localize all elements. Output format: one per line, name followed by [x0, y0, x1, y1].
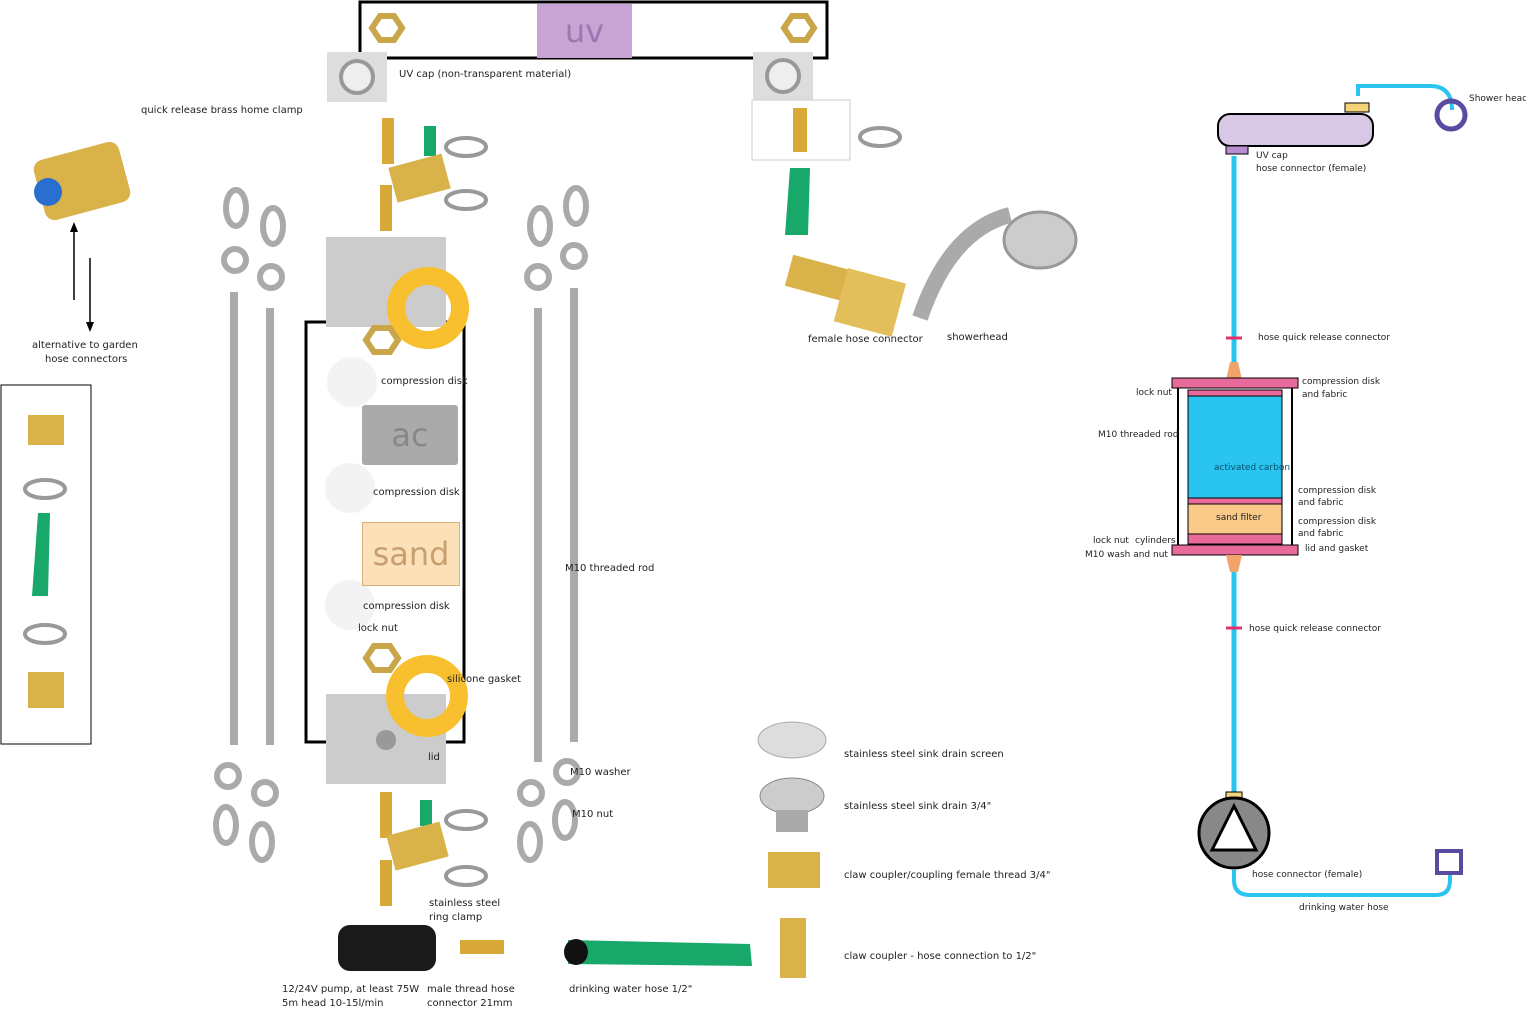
- activated-carbon-block: ac: [362, 405, 458, 465]
- washer-label: M10 washer: [570, 767, 631, 778]
- compression-disk-label: compression disk: [1298, 486, 1377, 496]
- threaded-rod-label: M10 threaded rod: [565, 563, 655, 574]
- bottom-lid-symbol: [1171, 544, 1299, 556]
- claw-coupler-icon: [28, 672, 64, 708]
- hose-piece-icon: [32, 513, 50, 596]
- compression-disk-label: compression disk: [1302, 377, 1381, 387]
- compression-disk-label: compression disk: [363, 601, 450, 612]
- ring-clamp-icon: [23, 478, 67, 500]
- water-inlet-symbol: [1435, 849, 1463, 875]
- compression-disk-label-2: and fabric: [1298, 529, 1344, 539]
- washers-nuts: [213, 185, 589, 863]
- claw-coupler-female-image: [768, 852, 820, 888]
- hex-nut-icon: [780, 13, 818, 43]
- hose-line: [1232, 870, 1452, 897]
- male-thread-label-2: connector 21mm: [427, 998, 513, 1009]
- drinking-hose-image: [568, 940, 752, 966]
- lock-nut-icon: [362, 643, 402, 673]
- wash-and-nut-label: M10 wash and nut: [1085, 550, 1168, 560]
- lid-label: lid: [428, 752, 440, 763]
- female-hose-connector-label: female hose connector: [808, 334, 923, 345]
- alternative-label: alternative to garden: [32, 340, 138, 351]
- uv-block: [537, 4, 632, 58]
- ring-clamp-label-2: ring clamp: [429, 912, 483, 923]
- threaded-rod-label: M10 threaded rod: [1098, 430, 1179, 440]
- male-thread-connector-image: [460, 940, 504, 954]
- uv-cap-symbol: [1217, 113, 1374, 147]
- lock-nut-label: lock nut: [1093, 536, 1129, 546]
- ring-clamp-icon: [23, 623, 67, 645]
- pump-label: 12/24V pump, at least 75W: [282, 984, 420, 995]
- male-thread-label: male thread hose: [427, 984, 515, 995]
- lock-nut-label: lock nut: [358, 623, 398, 634]
- uv-block-label: uv: [564, 12, 605, 50]
- silicone-gasket-icon: [387, 267, 469, 349]
- ring-clamp-icon: [858, 126, 902, 148]
- quick-release-label: hose quick release connector: [1258, 333, 1390, 343]
- showerhead-image: [912, 207, 1013, 321]
- activated-carbon-symbol: [1187, 395, 1283, 499]
- hose-piece-icon: [785, 168, 810, 235]
- compression-disk-label: compression disk: [381, 376, 468, 387]
- sink-drain-screen-image: [757, 721, 827, 759]
- claw-coupler-hose-image: [780, 918, 806, 978]
- compression-disk-label-2: and fabric: [1302, 390, 1348, 400]
- uv-cap-label: UV cap: [1256, 151, 1288, 161]
- connector-symbol: [1226, 362, 1242, 380]
- male-thread-connector-icon: [382, 118, 394, 164]
- shower-head-label: Shower head: [1469, 94, 1526, 104]
- showerhead-label: showerhead: [947, 332, 1008, 343]
- top-lid-symbol: [1171, 377, 1299, 389]
- claw-coupler-female-label: claw coupler/coupling female thread 3/4": [844, 870, 1051, 881]
- sand-block: sand: [362, 522, 460, 586]
- compression-disk-label-2: and fabric: [1298, 498, 1344, 508]
- sand-filter-label: sand filter: [1216, 513, 1262, 523]
- cylinders-label: cylinders: [1135, 536, 1176, 546]
- hex-nut-icon: [368, 13, 406, 43]
- quick-release-label: hose quick release connector: [1249, 624, 1381, 634]
- sink-drain-image: [759, 777, 825, 815]
- compression-disk-icon: [325, 463, 375, 513]
- compression-disk-icon: [327, 357, 377, 407]
- drain-screen-label: stainless steel sink drain screen: [844, 749, 1004, 760]
- claw-coupler-hose-label: claw coupler - hose connection to 1/2": [844, 951, 1037, 962]
- hose-connector-female-label: hose connector (female): [1252, 870, 1363, 880]
- pump-label-2: 5m head 10-15l/min: [282, 998, 384, 1009]
- ring-clamp-label: stainless steel: [429, 898, 501, 909]
- shower-head-symbol: [1434, 98, 1468, 132]
- lock-nut-label: lock nut: [1136, 388, 1172, 398]
- male-thread-connector-icon: [793, 108, 807, 152]
- sand-filter-symbol: [1187, 503, 1283, 535]
- drinking-water-hose-label: drinking water hose: [1299, 903, 1389, 913]
- silicone-gasket-icon: [386, 655, 468, 737]
- uv-cap-label: UV cap (non-transparent material): [399, 69, 572, 80]
- activated-carbon-label: activated carbon: [1214, 463, 1291, 473]
- brass-clamp-label: quick release brass home clamp: [141, 105, 303, 116]
- lid-and-gasket-label: lid and gasket: [1305, 544, 1369, 554]
- lock-nut-icon: [362, 325, 402, 355]
- silicone-gasket-label: silicone gasket: [447, 674, 522, 685]
- alternative-label-2: hose connectors: [45, 354, 128, 365]
- compression-disk-icon: [325, 580, 375, 630]
- female-hose-connector-image: [784, 254, 852, 302]
- claw-coupler-icon: [28, 415, 64, 445]
- nut-label: M10 nut: [572, 809, 614, 820]
- compression-disk-label: compression disk: [373, 487, 460, 498]
- hose-line: [1356, 84, 1454, 111]
- alternative-box: [0, 384, 92, 745]
- compression-disk-label: compression disk: [1298, 517, 1377, 527]
- drinking-hose-label: drinking water hose 1/2": [569, 984, 693, 995]
- pump-image: [338, 925, 436, 971]
- sink-drain-label: stainless steel sink drain 3/4": [844, 801, 992, 812]
- hose-connector-female-label: hose connector (female): [1256, 164, 1367, 174]
